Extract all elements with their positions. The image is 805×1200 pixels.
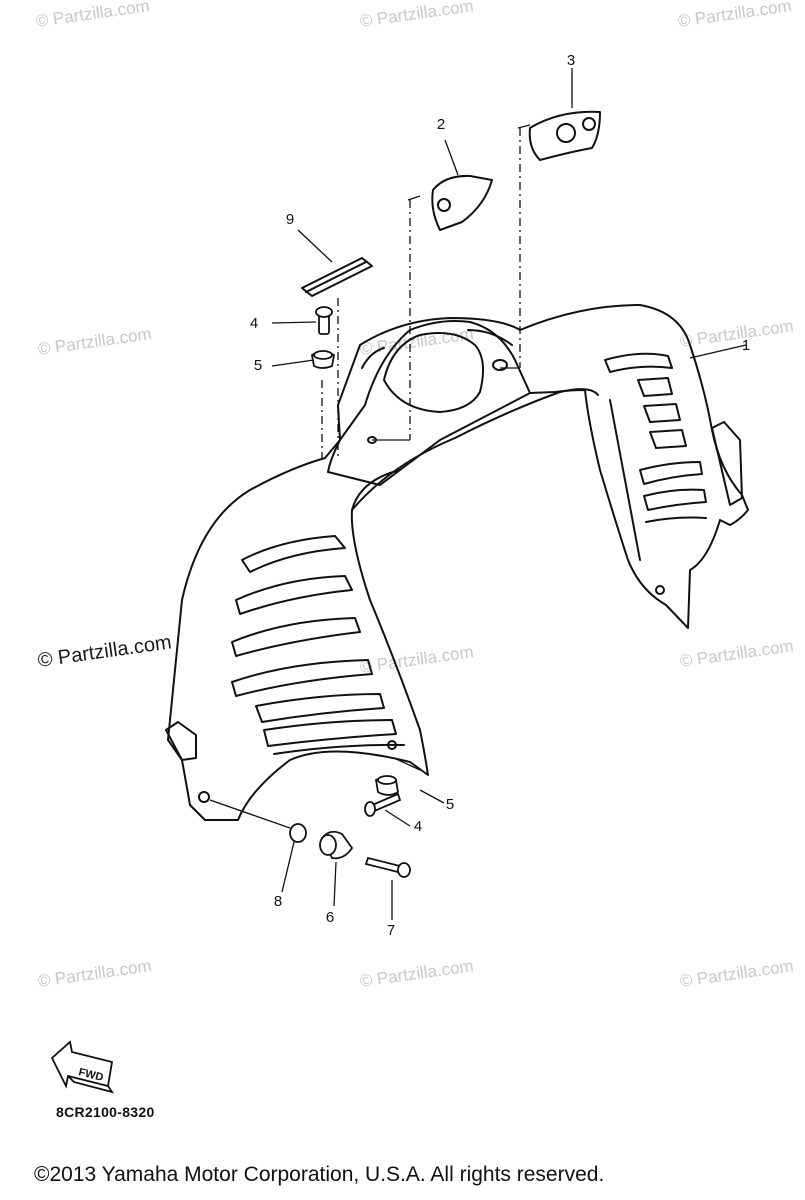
panel-rib bbox=[231, 659, 373, 697]
diagram-code: 8CR2100-8320 bbox=[56, 1104, 155, 1120]
part-5-grommet-top bbox=[313, 350, 333, 360]
side-tab bbox=[711, 421, 743, 506]
meter-opening bbox=[383, 332, 485, 413]
panel-rib bbox=[231, 617, 361, 657]
meter-housing bbox=[327, 320, 531, 486]
mount-hole bbox=[655, 585, 665, 595]
panel-rib bbox=[609, 399, 641, 561]
mount-hole bbox=[387, 740, 397, 750]
part-6-collar-end bbox=[319, 834, 337, 856]
mount-hole bbox=[492, 359, 508, 371]
copyright-notice: ©2013 Yamaha Motor Corporation, U.S.A. A… bbox=[34, 1163, 605, 1186]
leader-line bbox=[271, 359, 315, 367]
mount-hole bbox=[582, 117, 596, 131]
part-9-strip bbox=[305, 261, 367, 293]
callout-5: 5 bbox=[253, 357, 263, 374]
part-4-screw-head bbox=[315, 306, 333, 318]
alignment-line bbox=[372, 124, 531, 441]
panel-rib bbox=[604, 352, 673, 373]
side-tab bbox=[165, 721, 197, 761]
callout-4: 4 bbox=[413, 818, 423, 835]
callout-3: 3 bbox=[566, 52, 576, 69]
leader-line bbox=[384, 809, 411, 827]
panel-rib bbox=[643, 403, 681, 423]
panel-rib bbox=[649, 429, 687, 449]
part-5-grommet-top bbox=[377, 775, 397, 785]
mount-hole bbox=[437, 198, 451, 212]
panel-rib bbox=[263, 719, 397, 747]
part-3-plate bbox=[528, 110, 601, 161]
leader-line bbox=[281, 841, 295, 893]
mount-hole bbox=[198, 791, 210, 803]
leader-line bbox=[333, 861, 337, 907]
mount-hole bbox=[556, 123, 576, 143]
fwd-arrow: FWD bbox=[50, 1040, 115, 1094]
leader-line bbox=[393, 757, 421, 771]
leader-line bbox=[419, 789, 445, 804]
panel-rib bbox=[255, 693, 385, 723]
leader-line bbox=[444, 139, 459, 176]
callout-8: 8 bbox=[273, 893, 283, 910]
inner-panel-outline bbox=[167, 304, 749, 821]
part-7-bolt bbox=[364, 856, 402, 874]
panel-rib bbox=[637, 377, 673, 397]
panel-rib bbox=[645, 516, 707, 523]
panel-rib bbox=[241, 535, 346, 573]
part-8-washer bbox=[289, 823, 307, 843]
part-2-bracket bbox=[431, 174, 493, 231]
callout-7: 7 bbox=[386, 922, 396, 939]
part-9-strip bbox=[301, 257, 373, 297]
panel-rib bbox=[639, 461, 703, 485]
callout-2: 2 bbox=[436, 116, 446, 133]
leader-line bbox=[297, 229, 333, 263]
leader-line bbox=[689, 344, 747, 359]
fwd-label: FWD bbox=[77, 1066, 104, 1084]
callout-5: 5 bbox=[445, 796, 455, 813]
callout-9: 9 bbox=[285, 211, 295, 228]
callout-6: 6 bbox=[325, 909, 335, 926]
panel-rib bbox=[273, 743, 405, 755]
callout-4: 4 bbox=[249, 315, 259, 332]
leader-line bbox=[271, 321, 317, 324]
part-4-screw-head bbox=[364, 801, 376, 817]
panel-rib bbox=[643, 488, 707, 511]
part-7-bolt-head bbox=[397, 862, 411, 878]
panel-inner-edge bbox=[351, 388, 599, 511]
leader-line bbox=[209, 799, 291, 829]
panel-rib bbox=[235, 575, 353, 615]
meter-rim bbox=[361, 329, 513, 369]
callout-1: 1 bbox=[741, 337, 751, 354]
